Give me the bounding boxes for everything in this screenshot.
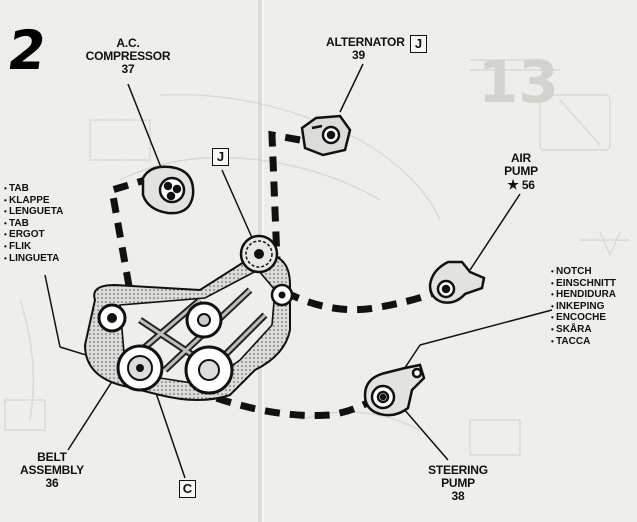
notch-term: ENCOCHE — [551, 312, 616, 324]
label-air-pump: AIR PUMP ★ 56 — [496, 152, 546, 192]
pulley-right — [270, 283, 294, 307]
tab-term: TAB — [4, 183, 63, 195]
leader-air-pump — [469, 193, 521, 271]
label-steering-pump: STEERING PUMP 38 — [418, 464, 498, 503]
box-label-belt-c: C — [179, 480, 196, 498]
label-steering-pump-line2: PUMP — [441, 476, 475, 490]
leader-belt-c — [154, 389, 186, 479]
leader-belt-assembly — [67, 379, 114, 451]
label-ac-compressor-line2: COMPRESSOR — [85, 49, 171, 63]
notch-term: NOTCH — [551, 266, 616, 278]
alternator-part — [300, 114, 352, 157]
bleed-through-ghost-art — [4, 59, 630, 456]
label-ac-compressor-number: 37 — [121, 62, 135, 76]
leader-ac-compressor — [127, 83, 163, 171]
tab-term: KLAPPE — [4, 195, 63, 207]
pulley-center — [185, 301, 223, 339]
dashed-line-air-pump — [283, 286, 442, 314]
tab-term: FLIK — [4, 241, 63, 253]
label-belt-assembly-line2: ASSEMBLY — [20, 463, 84, 477]
leader-notch — [419, 309, 553, 346]
label-air-pump-number: 56 — [521, 178, 535, 192]
label-alternator: ALTERNATOR 39 — [326, 36, 408, 62]
label-alternator-name: ALTERNATOR — [326, 35, 405, 49]
star-icon: ★ — [507, 177, 519, 192]
pulley-left — [97, 303, 127, 333]
label-alternator-number: 39 — [352, 48, 365, 62]
label-air-pump-line2: PUMP — [504, 164, 538, 178]
label-ac-compressor: A.C. COMPRESSOR 37 — [82, 37, 174, 76]
label-belt-assembly: BELT ASSEMBLY 36 — [12, 451, 92, 490]
step-number: 2 — [3, 19, 51, 82]
tab-term: TAB — [4, 218, 63, 230]
dashed-line-ac-compressor — [108, 174, 154, 321]
pulley-lower — [184, 345, 234, 395]
tab-term: LENGUETA — [4, 206, 63, 218]
ac-compressor-part — [141, 165, 195, 215]
label-steering-pump-number: 38 — [451, 489, 465, 503]
leader-lines — [44, 63, 553, 479]
label-belt-assembly-number: 36 — [45, 476, 59, 490]
air-pump-part — [428, 260, 486, 304]
notch-term: TACCA — [551, 336, 616, 348]
notch-term: EINSCHNITT — [551, 278, 616, 290]
label-steering-pump-line1: STEERING — [428, 463, 488, 477]
notch-term: HENDIDURA — [551, 289, 616, 301]
dashed-guide-lines — [108, 130, 442, 420]
notch-term: SKÅRA — [551, 324, 616, 336]
leader-alternator — [339, 63, 364, 113]
label-air-pump-line1: AIR — [510, 151, 532, 165]
tab-term: LINGUETA — [4, 253, 63, 265]
label-ac-compressor-line1: A.C. — [116, 36, 140, 50]
label-air-pump-number-row: ★ 56 — [496, 178, 546, 192]
notch-term: INKEPING — [551, 301, 616, 313]
pulley-crank — [116, 344, 164, 392]
steering-pump-part — [363, 363, 426, 417]
leader-tab — [44, 274, 61, 348]
tab-term: ERGOT — [4, 229, 63, 241]
leader-steering-pump — [402, 407, 449, 461]
box-label-idler-j: J — [212, 148, 229, 166]
tab-terms-list: TAB KLAPPE LENGUETA TAB ERGOT FLIK LINGU… — [4, 183, 63, 264]
ghost-page-number: 13 — [478, 48, 559, 116]
idler-pulley — [239, 234, 279, 274]
box-label-alternator-j: J — [410, 35, 427, 53]
dashed-line-alternator — [268, 130, 301, 286]
notch-terms-list: NOTCH EINSCHNITT HENDIDURA INKEPING ENCO… — [551, 266, 616, 347]
label-belt-assembly-line1: BELT — [37, 450, 67, 464]
leader-idler-j — [221, 169, 254, 241]
